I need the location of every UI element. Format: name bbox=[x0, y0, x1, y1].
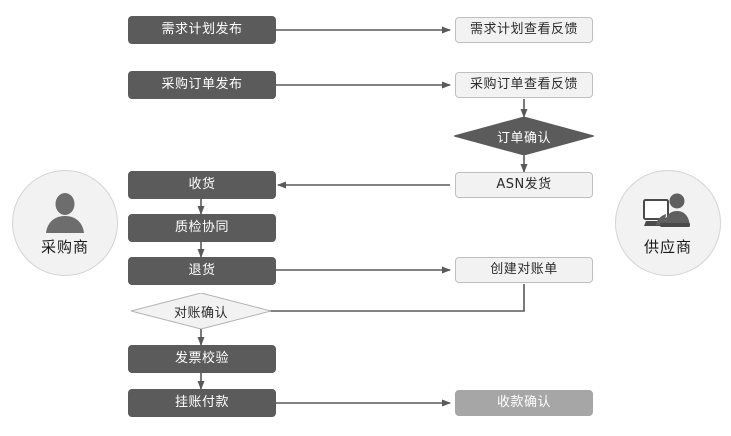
node-create-statement-label: 创建对账单 bbox=[490, 261, 558, 277]
node-accrual-payment-label: 挂账付款 bbox=[174, 394, 229, 410]
diamond-shape bbox=[454, 117, 594, 155]
actor-supplier: 供应商 bbox=[615, 170, 721, 276]
edge-create-statement-to-reconcile-confirm bbox=[251, 284, 525, 315]
node-reconcile-confirm[interactable]: 对账确认 bbox=[131, 293, 271, 329]
node-accrual-payment[interactable]: 挂账付款 bbox=[128, 389, 276, 417]
person-icon bbox=[39, 190, 91, 234]
node-quality-inspection[interactable]: 质检协同 bbox=[128, 214, 276, 242]
node-demand-plan-view-feedback-label: 需求计划查看反馈 bbox=[469, 21, 578, 37]
node-reconcile-confirm-label: 对账确认 bbox=[173, 305, 228, 321]
node-order-confirm[interactable]: 订单确认 bbox=[454, 117, 594, 155]
node-demand-plan-publish-label: 需求计划发布 bbox=[161, 21, 243, 37]
person-at-computer-icon bbox=[642, 190, 694, 234]
node-receive-goods-label: 收货 bbox=[188, 176, 216, 192]
node-demand-plan-view-feedback[interactable]: 需求计划查看反馈 bbox=[455, 17, 593, 43]
actor-buyer-label: 采购商 bbox=[40, 237, 89, 256]
node-purchase-order-publish-label: 采购订单发布 bbox=[161, 76, 243, 92]
node-demand-plan-publish[interactable]: 需求计划发布 bbox=[128, 16, 276, 44]
diamond-shape bbox=[131, 293, 271, 329]
node-receive-goods[interactable]: 收货 bbox=[128, 171, 276, 199]
node-return-goods-label: 退货 bbox=[188, 262, 216, 278]
node-quality-inspection-label: 质检协同 bbox=[174, 219, 229, 235]
node-invoice-verification-label: 发票校验 bbox=[174, 350, 229, 366]
node-purchase-order-view-feedback[interactable]: 采购订单查看反馈 bbox=[455, 72, 593, 98]
node-create-statement[interactable]: 创建对账单 bbox=[455, 257, 593, 283]
node-asn-shipment-label: ASN发货 bbox=[496, 176, 552, 192]
node-order-confirm-label: 订单确认 bbox=[496, 130, 551, 146]
actor-buyer: 采购商 bbox=[12, 170, 118, 276]
node-purchase-order-view-feedback-label: 采购订单查看反馈 bbox=[469, 76, 578, 92]
node-purchase-order-publish[interactable]: 采购订单发布 bbox=[128, 71, 276, 99]
node-asn-shipment[interactable]: ASN发货 bbox=[455, 172, 593, 198]
node-invoice-verification[interactable]: 发票校验 bbox=[128, 345, 276, 373]
node-receipt-confirm[interactable]: 收款确认 bbox=[455, 390, 593, 416]
node-return-goods[interactable]: 退货 bbox=[128, 257, 276, 285]
actor-supplier-label: 供应商 bbox=[643, 237, 692, 256]
node-receipt-confirm-label: 收款确认 bbox=[496, 394, 551, 410]
